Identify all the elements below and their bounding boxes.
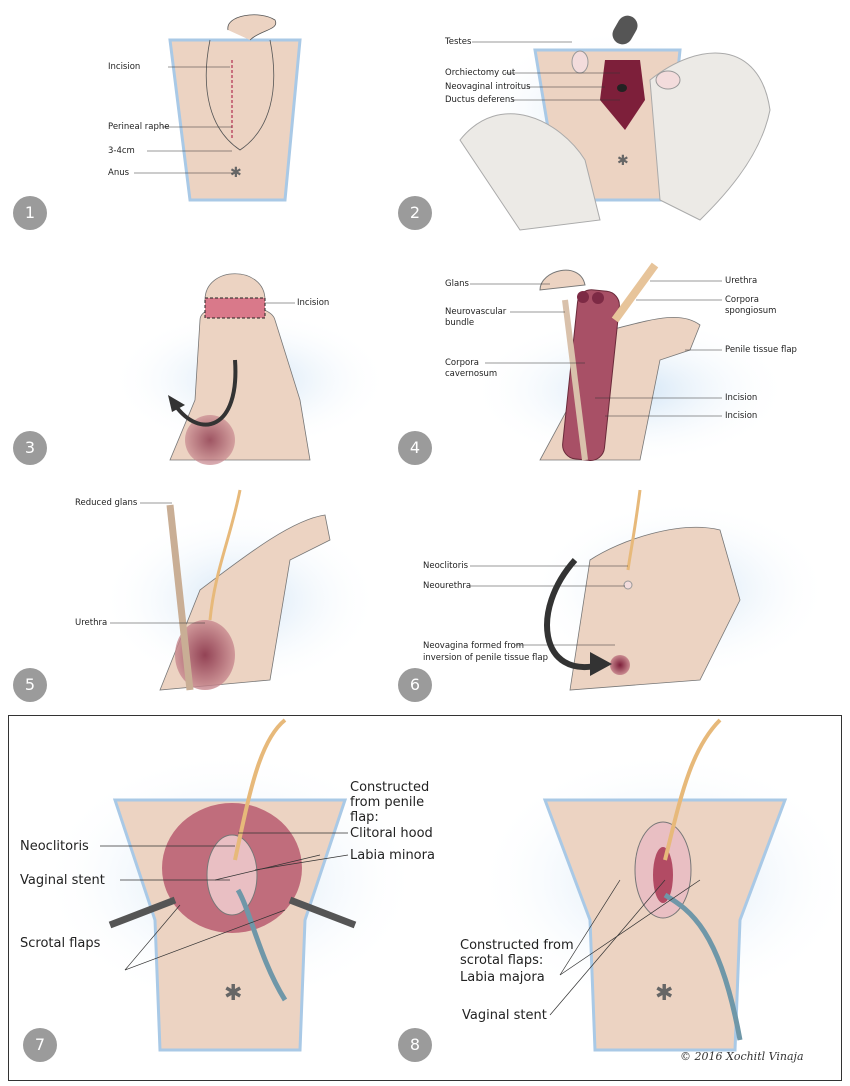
svg-text:✱: ✱ [655, 981, 673, 1006]
label-urethra: Urethra [75, 618, 108, 628]
panel-3-drawing [110, 273, 390, 465]
step-badge-3: 3 [13, 431, 47, 465]
step-badge-1: 1 [13, 196, 47, 230]
label-anus: Anus [108, 168, 130, 178]
panel-2-drawing: ✱ [459, 15, 771, 231]
label-neoclitoris: Neoclitoris [20, 839, 89, 854]
label-incision-lower: Incision [725, 411, 758, 421]
final-result-frame [8, 715, 842, 1081]
panel-5-drawing [100, 489, 380, 691]
step-badge-5: 5 [13, 668, 47, 702]
label-ductus-deferens: Ductus deferens [445, 95, 515, 105]
label-penile-tissue-flap: Penile tissue flap [725, 345, 797, 355]
label-neovaginal-introitus: Neovaginal introitus [445, 82, 531, 92]
label-distance: 3-4cm [108, 146, 135, 156]
panel-7-drawing: ✱ [40, 718, 420, 1052]
label-incision: Incision [297, 298, 330, 308]
label-vaginal-stent: Vaginal stent [462, 1008, 547, 1023]
label-orchiectomy-cut: Orchiectomy cut [445, 68, 516, 78]
label-neourethra: Neourethra [423, 581, 472, 591]
label-clitoral-hood: Clitoral hood [350, 826, 433, 841]
label-labia-majora: Labia majora [460, 970, 545, 985]
label-perineal-raphe: Perineal raphe [108, 122, 170, 132]
step-badge-6: 6 [398, 668, 432, 702]
label-neoclitoris: Neoclitoris [423, 561, 469, 571]
label-incision: Incision [108, 62, 141, 72]
label-incision-upper: Incision [725, 393, 758, 403]
label-labia-minora: Labia minora [350, 848, 435, 863]
step-badge-4: 4 [398, 431, 432, 465]
panel-1-drawing: ✱ [134, 14, 302, 202]
svg-text:✱: ✱ [224, 981, 242, 1006]
label-scrotal-flaps: Scrotal flaps [20, 936, 101, 951]
panel-8-drawing: ✱ [475, 718, 850, 1052]
label-vaginal-stent: Vaginal stent [20, 873, 105, 888]
svg-text:✱: ✱ [230, 165, 242, 181]
svg-text:✱: ✱ [617, 153, 629, 169]
label-testes: Testes [445, 37, 472, 47]
label-reduced-glans: Reduced glans [75, 498, 138, 508]
panel-4-drawing [470, 262, 790, 465]
step-badge-8: 8 [398, 1028, 432, 1062]
label-glans: Glans [445, 279, 469, 289]
step-badge-2: 2 [398, 196, 432, 230]
step-badge-7: 7 [23, 1028, 57, 1062]
artist-credit: © 2016 Xochitl Vinaja [680, 1050, 804, 1063]
panel-6-drawing [470, 489, 830, 691]
label-urethra: Urethra [725, 276, 758, 286]
